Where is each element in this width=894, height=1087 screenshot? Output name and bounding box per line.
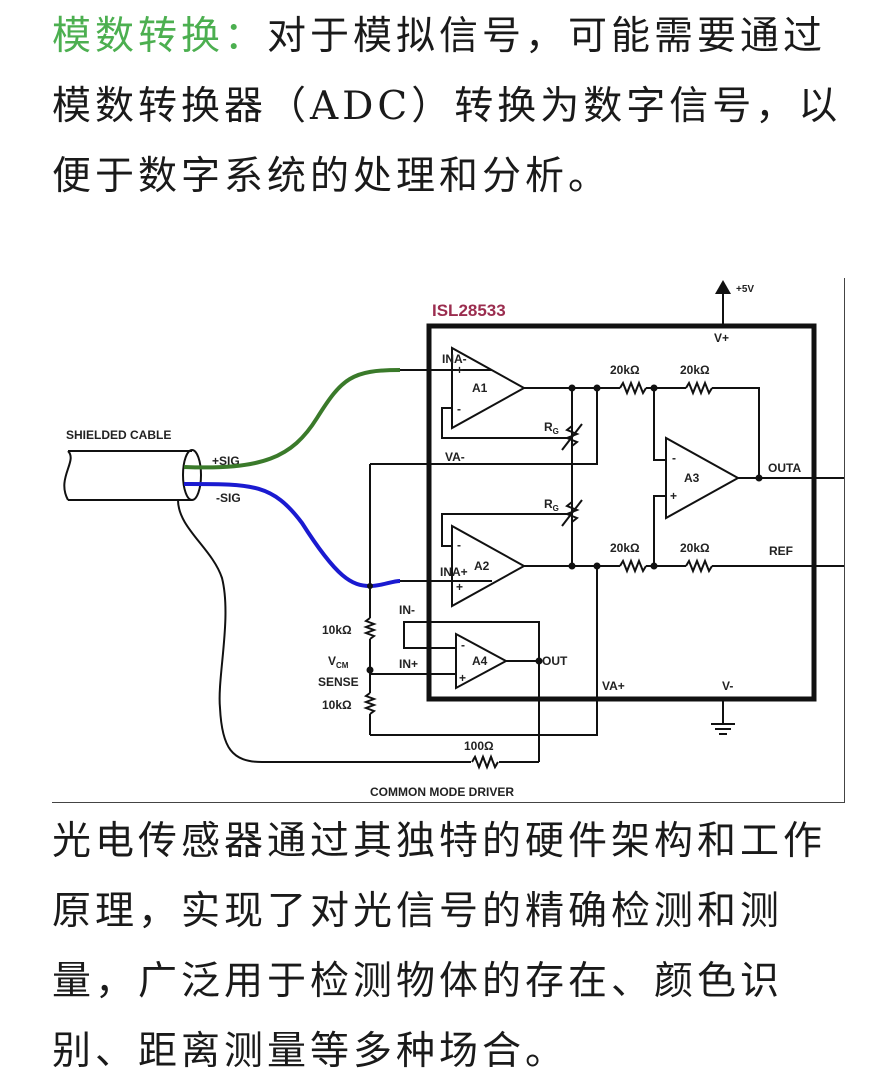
amp-a2 [451,524,527,608]
r20k-top-right [685,380,713,396]
r10k-top [363,617,377,640]
node-dot [755,474,763,482]
a2-minus-sign: - [457,538,461,552]
a1-minus-sign: - [457,402,461,416]
intro-paragraph: 模数转换：对于模拟信号，可能需要通过模数转换器（ADC）转换为数字信号，以便于数… [52,2,852,212]
paragraph-lead-term: 模数转换： [52,14,268,59]
va-plus-label: VA+ [602,679,625,693]
r100-label: 100Ω [464,739,494,753]
a4-plus-sign: + [459,671,466,685]
node-dot [535,657,543,665]
r20k-4-label: 20kΩ [680,541,710,555]
r20k-bottom-right [685,558,713,574]
a2-plus-sign: + [456,580,463,594]
outa-label: OUTA [768,461,801,475]
amp-a1 [451,346,527,430]
r20k-bottom-left [619,558,647,574]
vminus-label: V- [722,679,733,693]
amp-a1-label: A1 [472,381,488,395]
r20k-1-label: 20kΩ [610,363,640,377]
amp-a4-label: A4 [472,654,488,668]
vcm-label: VCM [328,654,349,670]
ina-plus-label: INA+ [440,565,468,579]
amp-a4 [455,632,509,690]
amp-a2-label: A2 [474,559,490,573]
rg1-arrow [561,423,583,451]
supply-arrow-icon [715,280,731,294]
a3-noninv-wire [653,495,666,566]
vplus-label: V+ [714,331,729,345]
sig-minus-label: -SIG [216,491,241,505]
a3-inv-wire [653,388,666,461]
va-minus-wire [370,388,598,465]
rg2-arrow [561,499,583,527]
r20k-3-label: 20kΩ [610,541,640,555]
chip-outline [426,323,817,702]
r10k-bottom [363,692,377,715]
diagram-caption: COMMON MODE DRIVER [370,785,514,799]
ina-minus-label: INA- [442,352,467,366]
r20k-2-label: 20kΩ [680,363,710,377]
va-plus-wire [370,566,598,736]
a1-feedback-wire [441,407,572,439]
sense-label: SENSE [318,675,359,689]
paragraph-text: 对于模拟信号，可能需要通过模数转换器（ADC）转换为数字信号，以便于数字系统的处… [52,14,842,199]
r20k-top-left [619,380,647,396]
out-label: OUT [542,654,568,668]
node-dot [366,666,374,674]
amp-a3 [665,436,741,520]
summary-paragraph: 光电传感器通过其独特的硬件架构和工作原理，实现了对光信号的精确检测和测量，广泛用… [52,819,827,1074]
a4-feedback-wire [403,621,540,762]
rg1-label: RG [544,420,559,436]
node-dot [367,583,373,589]
r10k-1-label: 10kΩ [322,623,352,637]
plus-sig-wire [183,368,401,470]
rg2-label: RG [544,497,559,513]
va-minus-label: VA- [445,450,465,464]
a3-minus-sign: - [672,451,676,465]
minus-sig-wire [183,481,401,589]
node-dot [650,562,658,570]
amp-a3-label: A3 [684,471,700,485]
ref-label: REF [769,544,793,558]
in-plus-label: IN+ [399,657,418,671]
shield-wire [177,499,539,763]
in-minus-label: IN- [399,603,415,617]
cable-body [63,450,192,501]
r10k-2-label: 10kΩ [322,698,352,712]
a1-plus-sign: + [456,363,463,377]
circuit-diagram: ISL28533 +5V V+ SHIELDED CABLE +SIG -SIG… [52,278,845,803]
a2-feedback-wire [441,513,572,547]
chip-name-label: ISL28533 [432,301,506,320]
r100-zigzag [471,754,499,770]
cable-label: SHIELDED CABLE [66,428,171,442]
cable-end [182,449,202,501]
supply-label: +5V [736,284,754,295]
a3-feedback-wire [712,387,760,478]
a3-plus-sign: + [670,489,677,503]
circuit-svg: ISL28533 +5V V+ SHIELDED CABLE +SIG -SIG… [63,280,844,799]
a4-minus-sign: - [461,638,465,652]
